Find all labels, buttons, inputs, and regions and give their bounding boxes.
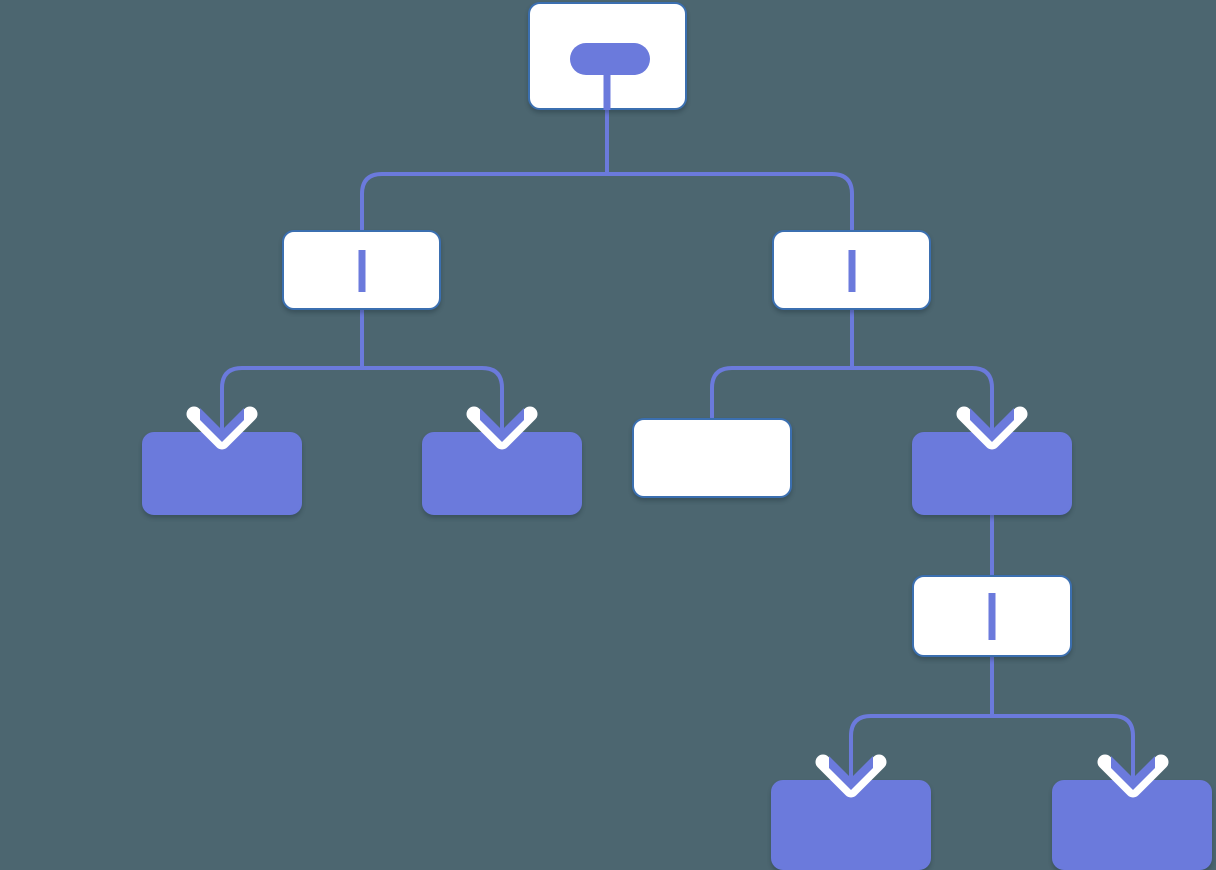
node-leaf-1[interactable] — [142, 432, 302, 515]
node-level3-white[interactable] — [912, 575, 1072, 657]
node-leaf-3[interactable] — [771, 780, 931, 870]
node-leaf-2[interactable] — [422, 432, 582, 515]
edge-n7-to-n8 — [849, 714, 992, 788]
node-leaf-4[interactable] — [1052, 780, 1212, 870]
node-root[interactable] — [528, 2, 687, 110]
node-level1-left[interactable] — [282, 230, 441, 310]
edge-n2-to-n6 — [852, 366, 994, 440]
edge-root-to-n1 — [360, 172, 607, 234]
edge-n2-to-n5 — [710, 366, 852, 422]
edge-n1-to-n3 — [220, 366, 362, 440]
edge-root-to-n2 — [607, 172, 854, 234]
node-branch-right[interactable] — [912, 432, 1072, 515]
edge-n7-to-n9 — [992, 714, 1135, 788]
node-level1-right[interactable] — [772, 230, 931, 310]
edge-n1-to-n4 — [362, 366, 504, 440]
root-pill-icon — [570, 43, 650, 75]
node-level2-white[interactable] — [632, 418, 792, 498]
